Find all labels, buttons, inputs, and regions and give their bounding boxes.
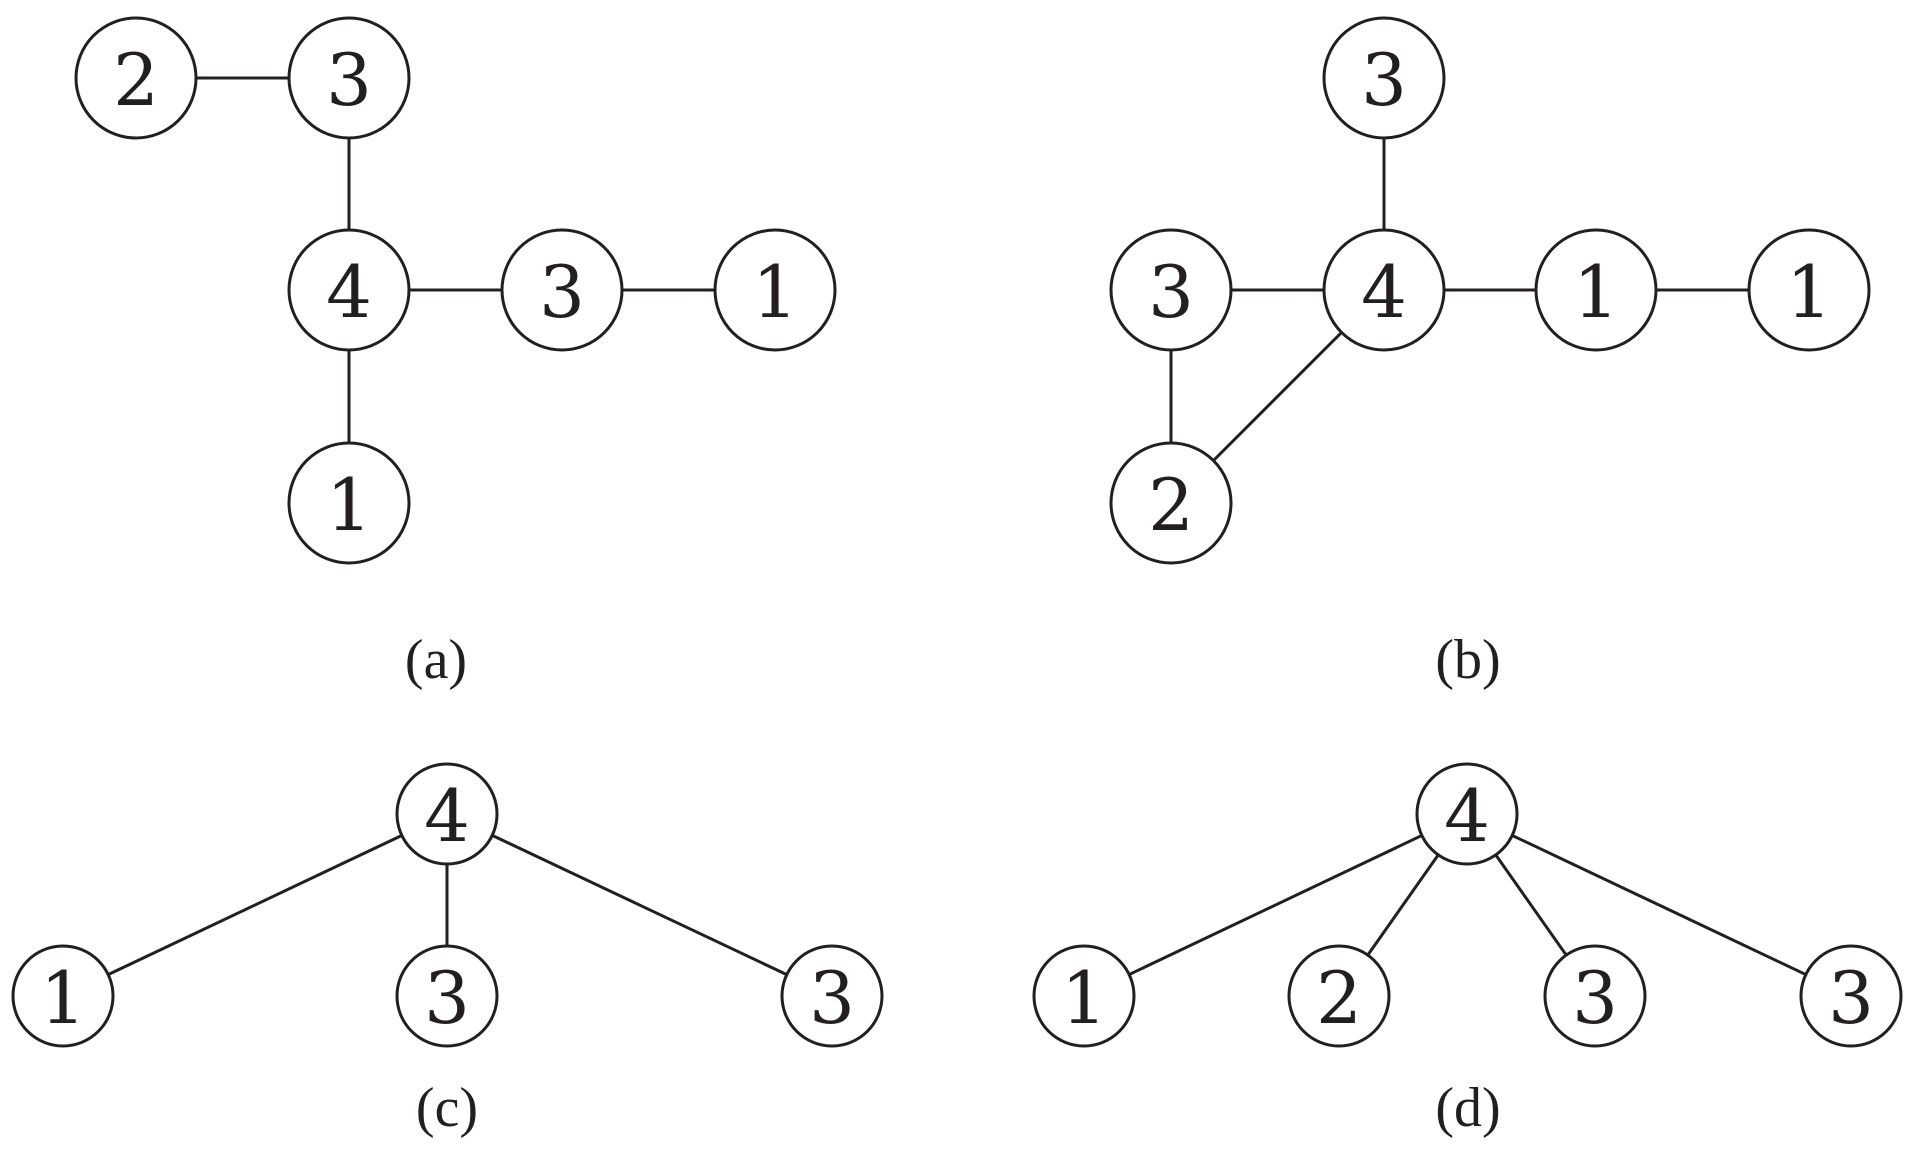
- node-circle-a5: [713, 228, 837, 352]
- node-b2: 3: [1109, 228, 1233, 352]
- node-label-b5: 1: [1786, 250, 1832, 334]
- node-label-c3: 3: [424, 956, 470, 1040]
- node-circle-d5: [1799, 944, 1903, 1048]
- node-label-b1: 3: [1361, 38, 1407, 122]
- node-circle-c2: [11, 944, 115, 1048]
- node-a4: 3: [500, 228, 624, 352]
- node-label-a4: 3: [539, 250, 585, 334]
- node-a1: 2: [74, 16, 198, 140]
- edge-d1-d2: [1083, 812, 1468, 998]
- node-circle-d2: [1032, 944, 1136, 1048]
- node-b5: 1: [1747, 228, 1871, 352]
- node-label-a5: 1: [752, 250, 798, 334]
- node-label-d3: 2: [1316, 956, 1362, 1040]
- node-label-c4: 3: [809, 956, 855, 1040]
- node-circle-d4: [1543, 944, 1647, 1048]
- node-d1: 4: [1415, 762, 1519, 866]
- node-circle-a1: [74, 16, 198, 140]
- captions-layer: (a) (b) (c) (d): [405, 629, 1501, 1139]
- node-c2: 1: [11, 944, 115, 1048]
- edge-c1-c4: [446, 812, 833, 998]
- node-b6: 2: [1109, 441, 1233, 565]
- node-label-d4: 3: [1572, 956, 1618, 1040]
- node-label-b2: 3: [1148, 250, 1194, 334]
- node-b3: 4: [1322, 228, 1446, 352]
- node-circle-a4: [500, 228, 624, 352]
- node-d5: 3: [1799, 944, 1903, 1048]
- node-b1: 3: [1322, 16, 1446, 140]
- node-circle-a2: [287, 16, 411, 140]
- node-circle-a3: [287, 228, 411, 352]
- node-circle-c3: [395, 944, 499, 1048]
- node-circle-d3: [1287, 944, 1391, 1048]
- nodes-layer: 2 3 4 3 1 1 3 3 4 1 1 2 4 1 3 3 4 1 2 3 3: [11, 16, 1903, 1048]
- panel-caption-c: (c): [416, 1077, 478, 1139]
- node-circle-b5: [1747, 228, 1871, 352]
- node-circle-b4: [1534, 228, 1658, 352]
- panel-caption-d: (d): [1435, 1077, 1500, 1139]
- node-circle-b3: [1322, 228, 1446, 352]
- node-label-d5: 3: [1828, 956, 1874, 1040]
- node-circle-d1: [1415, 762, 1519, 866]
- node-c4: 3: [780, 944, 884, 1048]
- panel-caption-b: (b): [1435, 629, 1500, 691]
- node-circle-b2: [1109, 228, 1233, 352]
- node-label-b6: 2: [1148, 463, 1194, 547]
- node-a5: 1: [713, 228, 837, 352]
- node-a3: 4: [287, 228, 411, 352]
- node-c3: 3: [395, 944, 499, 1048]
- node-circle-b1: [1322, 16, 1446, 140]
- node-d4: 3: [1543, 944, 1647, 1048]
- node-label-a1: 2: [113, 38, 159, 122]
- node-a2: 3: [287, 16, 411, 140]
- node-c1: 4: [395, 762, 499, 866]
- node-label-a3: 4: [326, 250, 372, 334]
- node-circle-b6: [1109, 441, 1233, 565]
- node-a6: 1: [287, 441, 411, 565]
- node-label-b4: 1: [1573, 250, 1619, 334]
- node-label-c2: 1: [40, 956, 86, 1040]
- panel-caption-a: (a): [405, 629, 467, 691]
- node-circle-c1: [395, 762, 499, 866]
- node-label-d2: 1: [1061, 956, 1107, 1040]
- node-label-a2: 3: [326, 38, 372, 122]
- edge-d1-d5: [1466, 812, 1852, 998]
- node-d3: 2: [1287, 944, 1391, 1048]
- node-b4: 1: [1534, 228, 1658, 352]
- edge-c1-c2: [62, 812, 448, 998]
- node-circle-c4: [780, 944, 884, 1048]
- node-circle-a6: [287, 441, 411, 565]
- node-label-c1: 4: [424, 774, 470, 858]
- node-label-b3: 4: [1361, 250, 1407, 334]
- node-label-a6: 1: [326, 463, 372, 547]
- node-label-d1: 4: [1444, 774, 1490, 858]
- node-d2: 1: [1032, 944, 1136, 1048]
